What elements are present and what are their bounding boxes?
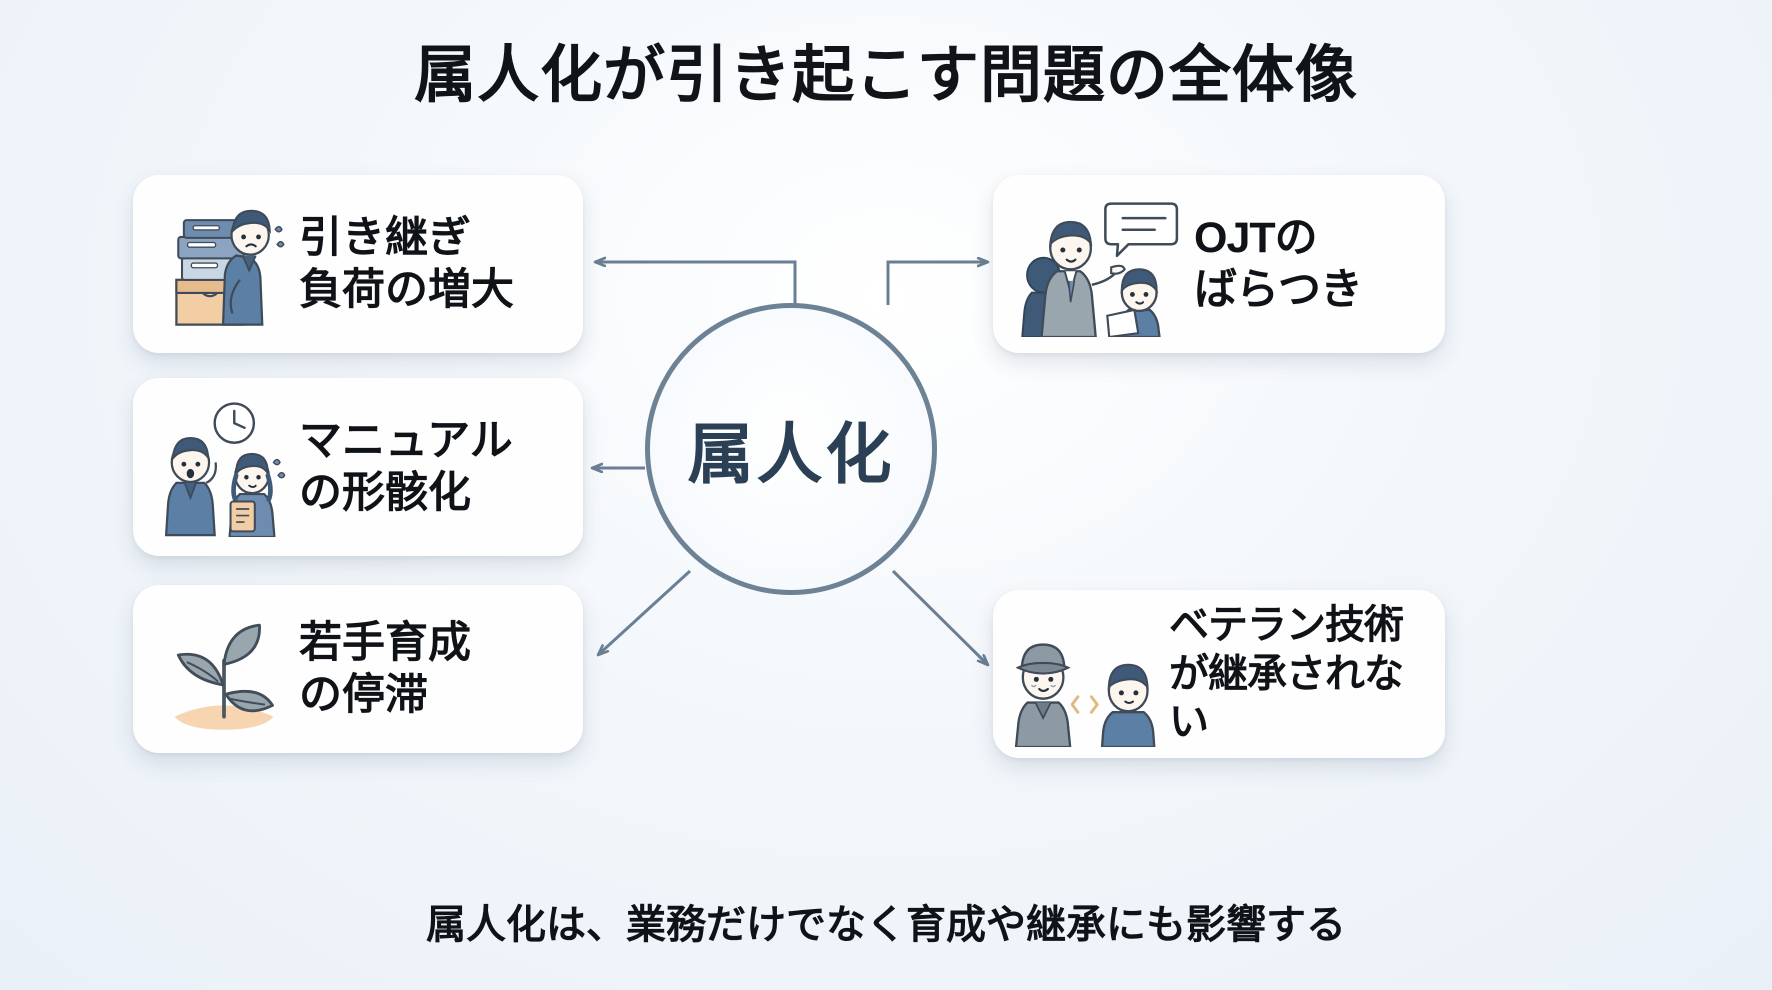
connector-center-to-veteran bbox=[891, 569, 988, 665]
card-ojt[interactable]: OJTの ばらつき bbox=[993, 175, 1445, 353]
card-handover[interactable]: 引き継ぎ 負荷の増大 bbox=[133, 175, 583, 353]
connector-center-to-youth bbox=[598, 569, 692, 655]
card-ojt-label: OJTの ばらつき bbox=[1194, 213, 1363, 314]
center-node-label: 属人化 bbox=[687, 417, 895, 491]
card-veteran-skill-transfer-label: ベテラン技術 が継承されない bbox=[1169, 602, 1404, 745]
card-youth-development-label: 若手育成 の停滞 bbox=[299, 618, 471, 719]
connector-center-to-handover bbox=[595, 262, 797, 305]
page-title: 属人化が引き起こす問題の全体像 bbox=[414, 41, 1358, 110]
center-node-attribution[interactable]: 属人化 bbox=[645, 303, 937, 595]
veteran-and-young-worker-icon bbox=[1009, 599, 1169, 749]
card-manual[interactable]: マニュアル の形骸化 bbox=[133, 378, 583, 556]
instructor-speech-bubble-icon bbox=[1009, 189, 1194, 339]
card-veteran-skill-transfer[interactable]: ベテラン技術 が継承されない bbox=[993, 590, 1445, 758]
sprout-plant-icon bbox=[149, 594, 299, 744]
card-manual-label: マニュアル の形骸化 bbox=[299, 416, 513, 517]
card-youth-development[interactable]: 若手育成 の停滞 bbox=[133, 585, 583, 753]
two-workers-with-clock-icon bbox=[149, 392, 299, 542]
person-carrying-file-boxes-icon bbox=[149, 189, 299, 339]
connector-center-to-ojt bbox=[886, 262, 988, 305]
slide-caption: 属人化は、業務だけでなく育成や継承にも影響する bbox=[426, 903, 1346, 947]
card-handover-label: 引き継ぎ 負荷の増大 bbox=[299, 213, 514, 314]
